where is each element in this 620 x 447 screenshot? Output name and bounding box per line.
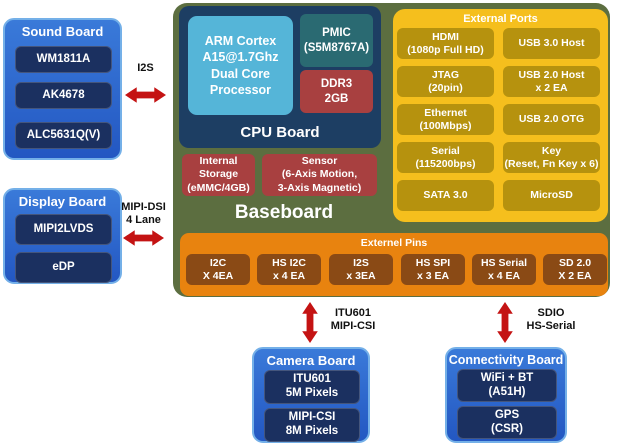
display-board: Display Board MIPI2LVDS eDP	[3, 188, 122, 284]
port-usb2-otg: USB 2.0 OTG	[503, 104, 600, 135]
pin-sd20: SD 2.0 X 2 EA	[543, 254, 607, 285]
camera-board-title: Camera Board	[266, 353, 356, 368]
camera-board: Camera Board ITU601 5M Pixels MIPI-CSI 8…	[252, 347, 370, 443]
chip-wm1811a: WM1811A	[15, 46, 112, 73]
i2s-connection-label: I2S	[137, 62, 154, 74]
port-key: Key (Reset, Fn Key x 6)	[503, 142, 600, 173]
baseboard: ARM Cortex A15@1.7Ghz Dual Core Processo…	[173, 3, 610, 297]
port-ethernet: Ethernet (100Mbps)	[397, 104, 494, 135]
port-jtag: JTAG (20pin)	[397, 66, 494, 97]
connectivity-board-title: Connectivity Board	[448, 353, 564, 367]
chip-itu601: ITU601 5M Pixels	[264, 370, 360, 404]
pin-hs-i2c: HS I2C x 4 EA	[257, 254, 321, 285]
sound-board-title: Sound Board	[21, 24, 104, 39]
cpu-board-label: CPU Board	[240, 124, 320, 141]
arm-processor-block: ARM Cortex A15@1.7Ghz Dual Core Processo…	[188, 16, 293, 115]
mipi-dsi-arrow-icon	[123, 229, 164, 252]
chip-alc5631q: ALC5631Q(V)	[15, 122, 112, 149]
camera-link-arrow-icon	[301, 302, 319, 348]
connectivity-link-arrow-icon	[496, 302, 514, 348]
external-pins-panel: Externel Pins I2C X 4EA HS I2C x 4 EA I2…	[180, 233, 608, 296]
sensor-block: Sensor (6-Axis Motion, 3-Axis Magnetic)	[262, 154, 377, 196]
pin-hs-spi: HS SPI x 3 EA	[401, 254, 465, 285]
ddr3-block: DDR3 2GB	[300, 70, 373, 113]
i2s-arrow-icon	[125, 86, 166, 109]
pin-i2s: I2S x 3EA	[329, 254, 393, 285]
port-sata: SATA 3.0	[397, 180, 494, 211]
chip-ak4678: AK4678	[15, 82, 112, 109]
port-usb2-host: USB 2.0 Host x 2 EA	[503, 66, 600, 97]
chip-gps: GPS (CSR)	[457, 406, 557, 439]
connectivity-link-label: SDIO HS-Serial	[526, 307, 576, 332]
connectivity-board: Connectivity Board WiFi + BT (A51H) GPS …	[445, 347, 567, 443]
sound-board: Sound Board WM1811A AK4678 ALC5631Q(V)	[3, 18, 122, 160]
chip-mipi-csi: MIPI-CSI 8M Pixels	[264, 408, 360, 442]
cpu-board: ARM Cortex A15@1.7Ghz Dual Core Processo…	[179, 6, 381, 148]
port-serial: Serial (115200bps)	[397, 142, 494, 173]
port-usb3-host: USB 3.0 Host	[503, 28, 600, 59]
baseboard-label: Baseboard	[234, 202, 334, 223]
camera-link-label: ITU601 MIPI-CSI	[330, 307, 376, 332]
display-board-title: Display Board	[18, 194, 107, 209]
port-microsd: MicroSD	[503, 180, 600, 211]
internal-storage-block: Internal Storage (eMMC/4GB)	[182, 154, 255, 196]
external-ports-panel: External Ports HDMI (1080p Full HD) JTAG…	[393, 9, 608, 222]
pin-i2c: I2C X 4EA	[186, 254, 250, 285]
pmic-block: PMIC (S5M8767A)	[300, 14, 373, 67]
chip-edp: eDP	[15, 252, 112, 283]
external-pins-title: Externel Pins	[360, 237, 428, 249]
mipi-dsi-connection-label: MIPI-DSI 4 Lane	[121, 201, 166, 226]
pin-hs-serial: HS Serial x 4 EA	[472, 254, 536, 285]
chip-mipi2lvds: MIPI2LVDS	[15, 214, 112, 245]
chip-wifi-bt: WiFi + BT (A51H)	[457, 369, 557, 402]
external-ports-title: External Ports	[463, 13, 538, 25]
port-hdmi: HDMI (1080p Full HD)	[397, 28, 494, 59]
